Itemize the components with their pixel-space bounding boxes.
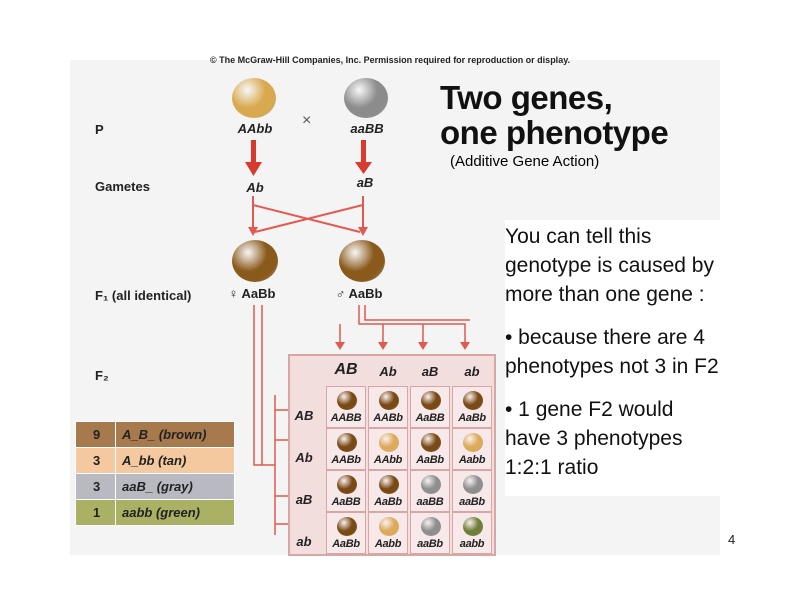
punnett-col-header: aB [410, 364, 450, 379]
punnett-seed [463, 433, 483, 452]
legend-label: A_bb (tan) [116, 448, 235, 474]
punnett-genotype: AaBb [451, 412, 493, 424]
explanation-textbox: You can tell this genotype is caused by … [505, 220, 720, 496]
page-number: 4 [728, 532, 735, 547]
punnett-genotype: AABB [325, 412, 367, 424]
punnett-col-header: AB [326, 361, 366, 379]
punnett-genotype: Aabb [367, 538, 409, 550]
legend-count: 3 [76, 474, 116, 500]
punnett-seed [463, 391, 483, 410]
f2-side-arrows [254, 305, 290, 535]
punnett-genotype: AABb [325, 454, 367, 466]
punnett-seed [379, 475, 399, 494]
legend-label: A_B_ (brown) [116, 422, 235, 448]
punnett-genotype: aabb [451, 538, 493, 550]
legend-count: 3 [76, 448, 116, 474]
punnett-seed [337, 475, 357, 494]
punnett-genotype: AaBB [409, 412, 451, 424]
punnett-genotype: aaBb [409, 538, 451, 550]
punnett-row-header: AB [286, 408, 322, 423]
punnett-seed [337, 433, 357, 452]
arrow-parent1-shaft [251, 140, 256, 164]
legend-label: aaB_ (gray) [116, 474, 235, 500]
punnett-genotype: AAbb [367, 454, 409, 466]
legend-label: aabb (green) [116, 500, 235, 526]
punnett-seed [463, 475, 483, 494]
punnett-col-header: ab [452, 364, 492, 379]
f2-top-arrows [340, 305, 470, 345]
arrow-parent2-head [355, 162, 372, 174]
punnett-row-header: ab [286, 534, 322, 549]
arrow-parent1-head [245, 162, 262, 176]
punnett-col-header: Ab [368, 364, 408, 379]
punnett-genotype: AABb [367, 412, 409, 424]
punnett-seed [421, 391, 441, 410]
explanation-bullet-2: • 1 gene F2 would have 3 phenotypes 1:2:… [505, 395, 720, 482]
explanation-bullet-1: • because there are 4 phenotypes not 3 i… [505, 323, 720, 381]
punnett-seed [463, 517, 483, 536]
punnett-seed [379, 517, 399, 536]
legend-count: 1 [76, 500, 116, 526]
punnett-genotype: aaBB [409, 496, 451, 508]
punnett-genotype: Aabb [451, 454, 493, 466]
arrow-parent2-shaft [361, 140, 366, 164]
punnett-seed [421, 475, 441, 494]
explanation-intro: You can tell this genotype is caused by … [505, 222, 720, 309]
punnett-genotype: AaBB [325, 496, 367, 508]
punnett-genotype: aaBb [451, 496, 493, 508]
punnett-genotype: AaBb [409, 454, 451, 466]
punnett-seed [379, 433, 399, 452]
punnett-genotype: AaBb [367, 496, 409, 508]
punnett-seed [337, 391, 357, 410]
legend-count: 9 [76, 422, 116, 448]
punnett-seed [337, 517, 357, 536]
punnett-row-header: Ab [286, 450, 322, 465]
punnett-seed [421, 433, 441, 452]
punnett-row-header: aB [286, 492, 322, 507]
cross-lines [253, 196, 363, 232]
punnett-genotype: AaBb [325, 538, 367, 550]
punnett-seed [421, 517, 441, 536]
punnett-seed [379, 391, 399, 410]
